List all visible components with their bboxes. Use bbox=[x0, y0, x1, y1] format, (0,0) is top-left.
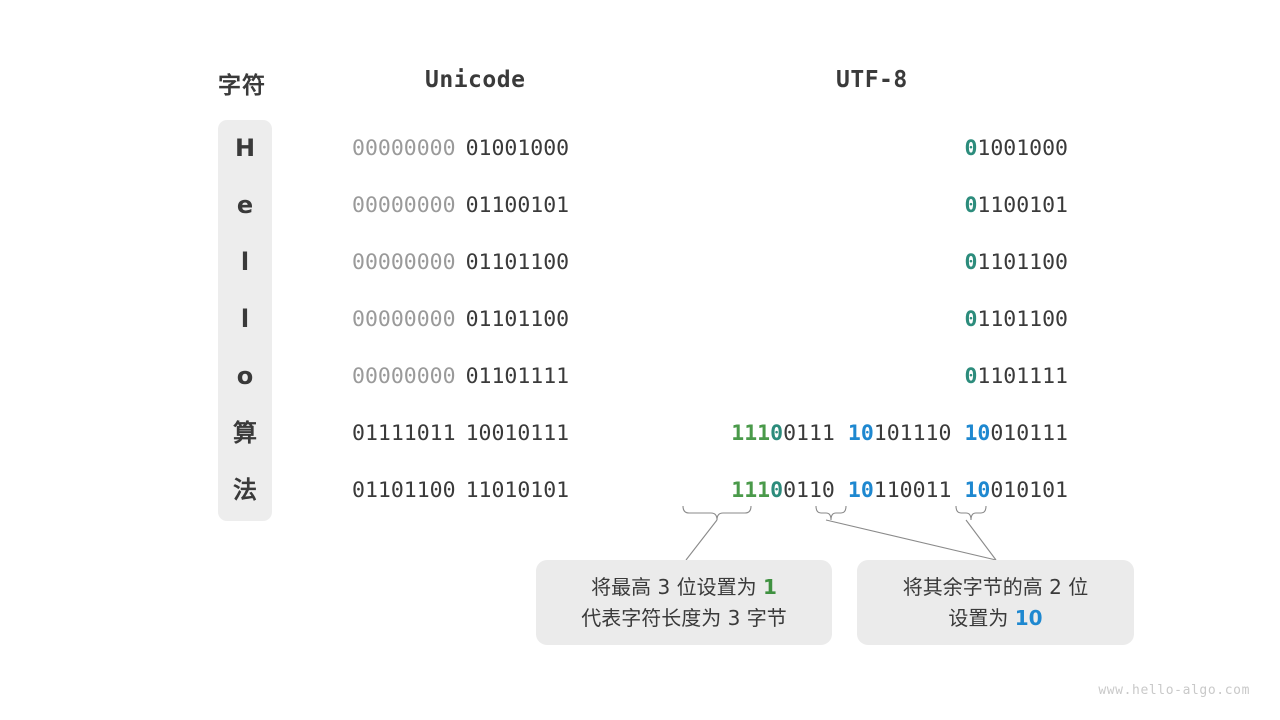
callout-highlight: 1 bbox=[762, 574, 777, 599]
leader-line-byte1 bbox=[685, 519, 718, 561]
unicode-value-row: 01111011 10010111 bbox=[352, 405, 569, 462]
leader-line-byte2 bbox=[825, 519, 997, 561]
utf8-byte1-prefix: 0 bbox=[964, 193, 978, 218]
unicode-value-row: 00000000 01001000 bbox=[352, 120, 569, 177]
column-header-utf8: UTF-8 bbox=[836, 67, 908, 93]
callout-line: 设置为 10 bbox=[948, 603, 1042, 634]
character-cell: l bbox=[240, 248, 250, 276]
character-cell: H bbox=[234, 134, 256, 162]
callout-line: 将其余字节的高 2 位 bbox=[903, 572, 1088, 603]
unicode-high-byte: 01111011 bbox=[352, 421, 456, 446]
utf8-byte1-zero: 0 bbox=[770, 478, 784, 503]
utf8-byte2-prefix: 10 bbox=[847, 421, 874, 446]
callout-text: 代表字符长度为 bbox=[581, 605, 722, 630]
utf8-byte1-payload: 0110 bbox=[783, 478, 835, 503]
unicode-high-byte: 00000000 bbox=[352, 193, 456, 218]
unicode-low-byte: 01001000 bbox=[465, 136, 570, 161]
callout-number: 2 bbox=[1049, 574, 1062, 599]
utf8-byte3-payload: 010111 bbox=[990, 421, 1068, 446]
callout-text: 位设置为 bbox=[676, 574, 757, 599]
character-cell: 法 bbox=[233, 476, 257, 504]
unicode-low-byte: 11010101 bbox=[465, 478, 570, 503]
unicode-high-byte: 00000000 bbox=[352, 364, 456, 389]
unicode-high-byte: 00000000 bbox=[352, 250, 456, 275]
unicode-low-byte: 01101111 bbox=[465, 364, 570, 389]
utf8-byte1-payload: 1101111 bbox=[977, 364, 1068, 389]
utf8-value-row: 01101100 bbox=[964, 291, 1068, 348]
utf8-byte2-prefix: 10 bbox=[847, 478, 874, 503]
unicode-low-byte: 01101100 bbox=[465, 250, 570, 275]
unicode-low-byte: 01100101 bbox=[465, 193, 570, 218]
utf8-byte1-payload: 1100101 bbox=[977, 193, 1068, 218]
column-header-character: 字符 bbox=[218, 73, 266, 99]
callout-highlight: 10 bbox=[1014, 605, 1043, 630]
unicode-value-row: 00000000 01101111 bbox=[352, 348, 569, 405]
unicode-value-row: 00000000 01101100 bbox=[352, 234, 569, 291]
unicode-value-row: 00000000 01100101 bbox=[352, 177, 569, 234]
utf8-byte1-prefix: 111 bbox=[731, 478, 771, 503]
utf8-byte1-prefix: 0 bbox=[964, 364, 978, 389]
utf8-byte1-zero: 0 bbox=[770, 421, 784, 446]
utf8-value-row: 01100101 bbox=[964, 177, 1068, 234]
callout-line: 将最高 3 位设置为 1 bbox=[591, 572, 777, 603]
callout-number: 3 bbox=[727, 605, 741, 630]
utf8-value-row: 01101111 bbox=[964, 348, 1068, 405]
callout-text: 将最高 bbox=[591, 574, 652, 599]
callout-text: 位 bbox=[1068, 574, 1089, 599]
utf8-byte1-prefix: 111 bbox=[731, 421, 771, 446]
callout-text: 设置为 bbox=[948, 605, 1009, 630]
character-cell: 算 bbox=[233, 419, 257, 447]
utf8-byte1-payload: 1101100 bbox=[977, 250, 1068, 275]
unicode-high-byte: 00000000 bbox=[352, 307, 456, 332]
utf8-value-row: 01001000 bbox=[964, 120, 1068, 177]
unicode-low-byte: 01101100 bbox=[465, 307, 570, 332]
callout-text: 字节 bbox=[746, 605, 787, 630]
character-cell: l bbox=[240, 305, 250, 333]
callout-line: 代表字符长度为 3 字节 bbox=[581, 603, 786, 634]
callout-number: 3 bbox=[657, 574, 671, 599]
callout-text: 将其余字节的高 bbox=[902, 574, 1043, 599]
utf8-byte3-prefix: 10 bbox=[964, 421, 991, 446]
utf8-byte2-payload: 110011 bbox=[873, 478, 952, 503]
unicode-low-byte: 10010111 bbox=[465, 421, 570, 446]
utf8-byte1-prefix: 0 bbox=[964, 307, 978, 332]
unicode-value-row: 00000000 01101100 bbox=[352, 291, 569, 348]
character-column-panel bbox=[218, 120, 272, 521]
utf8-byte1-prefix: 0 bbox=[964, 136, 978, 161]
utf8-byte1-payload: 1001000 bbox=[977, 136, 1068, 161]
utf8-byte1-payload: 0111 bbox=[783, 421, 835, 446]
utf8-value-row: 01101100 bbox=[964, 234, 1068, 291]
callout-byte1-explanation: 将最高 3 位设置为 1 代表字符长度为 3 字节 bbox=[536, 560, 832, 645]
utf8-byte3-prefix: 10 bbox=[964, 478, 991, 503]
callout-continuation-byte-explanation: 将其余字节的高 2 位 设置为 10 bbox=[857, 560, 1134, 645]
unicode-value-row: 01101100 11010101 bbox=[352, 462, 569, 519]
character-cell: o bbox=[236, 362, 254, 390]
column-header-unicode: Unicode bbox=[425, 67, 526, 93]
leader-line-byte3 bbox=[965, 519, 997, 561]
utf8-byte3-payload: 010101 bbox=[990, 478, 1068, 503]
utf8-byte1-payload: 1101100 bbox=[977, 307, 1068, 332]
utf8-byte1-prefix: 0 bbox=[964, 250, 978, 275]
unicode-high-byte: 00000000 bbox=[352, 136, 456, 161]
unicode-high-byte: 01101100 bbox=[352, 478, 456, 503]
character-cell: e bbox=[236, 191, 254, 219]
utf8-byte2-payload: 101110 bbox=[873, 421, 952, 446]
watermark: www.hello-algo.com bbox=[1098, 683, 1250, 698]
